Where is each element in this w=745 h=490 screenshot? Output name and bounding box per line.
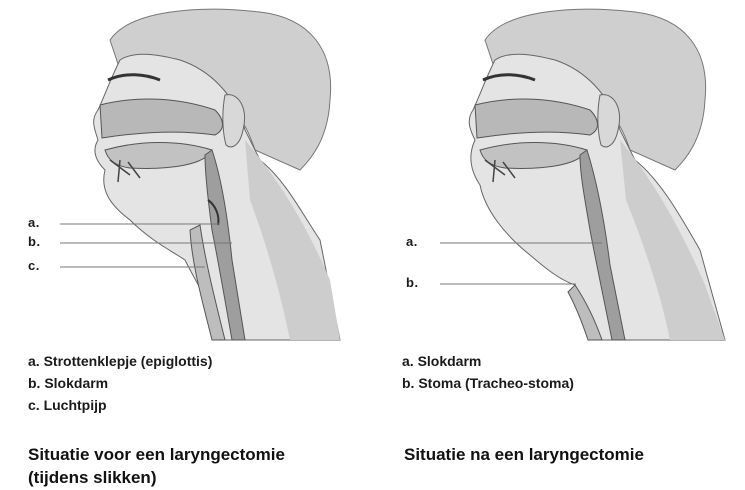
marker-a: a. [406, 234, 418, 249]
legend-item: b. Slokdarm [28, 372, 108, 394]
marker-b: b. [406, 275, 419, 290]
marker-c: c. [28, 258, 40, 273]
title-before-subtitle: (tijdens slikken) [28, 466, 156, 490]
legend-item: a. Strottenklepje (epiglottis) [28, 350, 212, 372]
right-panel: a. b. a. Slokdarm b. Stoma (Tracheo-stom… [380, 0, 745, 486]
legend-item: b. Stoma (Tracheo-stoma) [402, 372, 574, 394]
head-illustration-before [0, 0, 380, 345]
left-panel: a. b. c. a. Strottenklepje (epiglottis) … [0, 0, 380, 486]
marker-b: b. [28, 234, 41, 249]
legend-item: c. Luchtpijp [28, 394, 107, 416]
marker-a: a. [28, 215, 40, 230]
legend-item: a. Slokdarm [402, 350, 481, 372]
title-before: Situatie voor een laryngectomie [28, 443, 285, 467]
head-illustration-after [380, 0, 745, 345]
title-after: Situatie na een laryngectomie [404, 443, 644, 467]
